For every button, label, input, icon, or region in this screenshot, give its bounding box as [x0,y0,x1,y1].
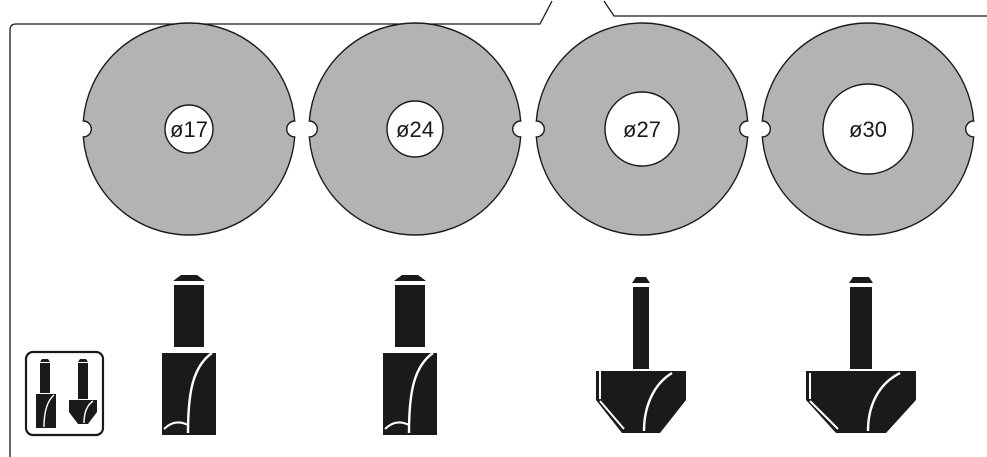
router-bit-types-icon [24,350,105,437]
guide-ring-label: ø27 [623,117,661,142]
guide-ring-icon: ø24 [308,22,522,236]
straight-router-bit-icon [160,273,218,437]
guide-ring-hole [164,104,214,154]
v-groove-router-bit-icon [804,275,918,435]
diagram-frame [9,0,987,457]
guide-ring-label: ø24 [396,117,434,142]
straight-router-bit-icon [381,273,439,437]
guide-ring-icon: ø30 [761,22,975,236]
guide-ring-hole [386,100,444,158]
v-groove-router-bit-icon [594,275,688,435]
guide-ring-hole [604,91,680,167]
router-bits [160,273,918,437]
guide-ring-icon: ø17 [82,22,296,236]
guide-ring-label: ø30 [849,117,887,142]
guide-ring-icon: ø27 [535,22,749,236]
guide-ring-hole [822,83,914,175]
guide-rings: ø17 ø24 ø27 ø30 [82,22,975,236]
guide-ring-label: ø17 [170,117,208,142]
